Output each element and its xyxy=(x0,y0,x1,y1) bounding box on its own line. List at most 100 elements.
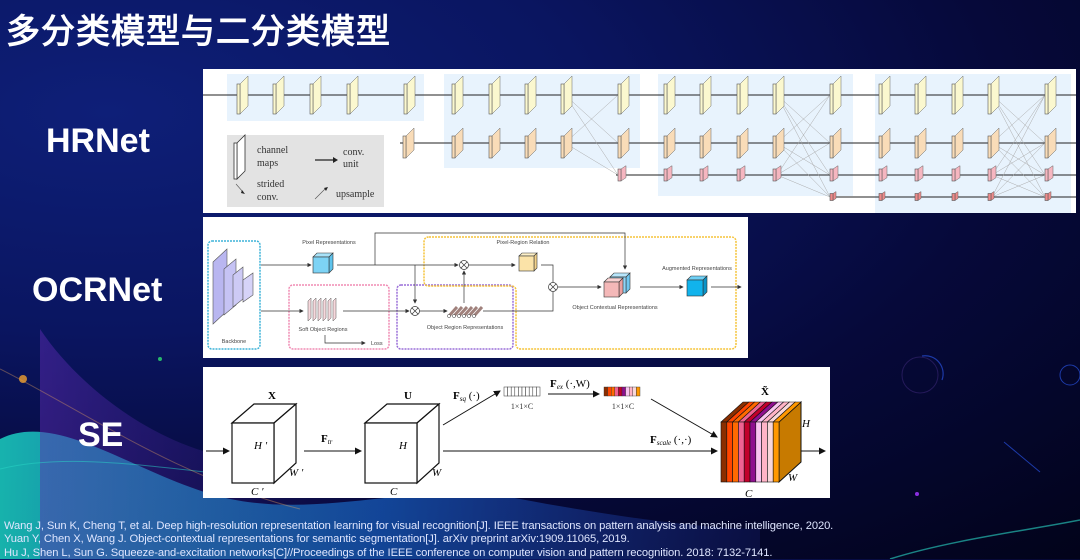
soft-object-regions-label: Soft Object Regions xyxy=(299,327,348,333)
hrnet-fusion-line xyxy=(991,94,1046,198)
excitation-cell xyxy=(603,386,608,397)
c-prime-label: C ′ xyxy=(251,486,264,498)
channel-map-block xyxy=(451,75,464,115)
multiply-node-icon xyxy=(410,306,420,316)
object-region-roll xyxy=(452,306,464,317)
output-channel-stripe xyxy=(732,421,739,483)
channel-map-block xyxy=(488,75,501,115)
soft-region-slice xyxy=(312,297,317,322)
hrnet-diagram: channel maps conv. unit strided conv. up… xyxy=(203,74,1076,213)
multiply-node-icon xyxy=(548,282,558,292)
h-output-label: H xyxy=(801,418,811,430)
c-label: C xyxy=(390,486,398,498)
hrnet-fusion-line xyxy=(991,94,1046,176)
excitation-dims-label: 1×1×C xyxy=(612,402,634,411)
x-tilde-label: X̃ xyxy=(761,385,769,398)
channel-map-block xyxy=(617,127,630,159)
se-figure: X H ′ W ′ C ′ Ftr U H W C Fsq (·) 1×1×C … xyxy=(203,367,830,498)
hrnet-fusion-line xyxy=(564,142,619,176)
x-label: X xyxy=(268,390,276,402)
channel-map-block xyxy=(829,75,842,115)
excitation-cell xyxy=(629,386,634,397)
legend-strided-label-2: conv. xyxy=(257,192,278,203)
hrnet-fusion-line xyxy=(776,174,831,198)
legend-conv-label-1: conv. xyxy=(343,147,364,158)
legend-channel-label-1: channel xyxy=(257,145,288,156)
hrnet-fusion-line xyxy=(991,142,1046,198)
object-region-representations-label: Object Region Representations xyxy=(427,325,504,331)
pixel-region-relation-cube xyxy=(518,252,538,272)
squeeze-cell xyxy=(532,386,537,397)
w-output-label: W xyxy=(788,472,798,484)
squeeze-cell xyxy=(507,386,512,397)
hrnet-fusion-line xyxy=(991,142,1046,176)
channel-map-block xyxy=(560,127,573,159)
channel-map-block xyxy=(829,127,842,159)
object-region-representations-icon xyxy=(447,306,484,318)
channel-map-block xyxy=(1044,75,1057,115)
excitation-vector-icon xyxy=(603,386,641,397)
backbone-box xyxy=(207,240,261,350)
channel-map-block xyxy=(309,75,322,115)
channel-map-block xyxy=(878,127,891,159)
se-diagram: X H ′ W ′ C ′ Ftr U H W C Fsq (·) 1×1×C … xyxy=(206,378,826,498)
w-label: W xyxy=(432,467,442,479)
references: Wang J, Sun K, Cheng T, et al. Deep high… xyxy=(4,520,833,560)
channel-map-block xyxy=(617,75,630,115)
backbone-icon xyxy=(212,248,254,325)
hrnet-stage-background xyxy=(658,74,853,196)
channel-map-block xyxy=(987,75,1000,115)
section-label-hrnet: HRNet xyxy=(46,122,150,160)
channel-map-block xyxy=(878,75,891,115)
channel-map-block xyxy=(402,127,415,159)
channel-map-block xyxy=(736,165,746,182)
output-channel-stripe xyxy=(761,421,768,483)
slide-title: 多分类模型与二分类模型 xyxy=(6,12,391,52)
soft-region-slice xyxy=(322,297,327,322)
output-channel-stripe xyxy=(755,421,762,483)
squeeze-cell xyxy=(525,386,530,397)
legend-strided-label-1: strided xyxy=(257,179,284,190)
channel-map-block xyxy=(1044,127,1057,159)
channel-map-block xyxy=(987,165,997,182)
soft-object-regions-icon xyxy=(307,297,337,322)
hrnet-fusion-line xyxy=(776,142,831,176)
pixel-region-relation-label: Pixel-Region Relation xyxy=(497,240,550,246)
channel-map-block xyxy=(346,75,359,115)
object-region-roll xyxy=(457,306,469,317)
object-contextual-representations-label: Object Contextual Representations xyxy=(572,305,658,311)
f-sq-label: Fsq (·) xyxy=(453,390,480,403)
upsample-arrow-icon xyxy=(314,188,326,200)
hrnet-fusion-line xyxy=(776,94,831,176)
channel-map-block xyxy=(914,165,924,182)
output-channel-stripe xyxy=(749,421,757,483)
w-prime-label: W ′ xyxy=(289,467,304,479)
hrnet-stage-background xyxy=(227,74,424,121)
squeeze-vector-icon xyxy=(503,386,541,397)
output-channel-stripe xyxy=(767,421,774,483)
channel-map-block xyxy=(1044,165,1054,182)
channel-map-block xyxy=(524,75,537,115)
channel-map-block xyxy=(736,75,749,115)
channel-map-block xyxy=(524,127,537,159)
f-tr-label: Ftr xyxy=(321,433,333,446)
channel-map-block xyxy=(699,165,709,182)
augmented-representations-label: Augmented Representations xyxy=(662,266,732,272)
section-label-ocrnet: OCRNet xyxy=(32,271,163,309)
channel-map-block xyxy=(1044,191,1052,201)
loss-label: Loss xyxy=(371,341,383,347)
squeeze-dims-label: 1×1×C xyxy=(511,402,533,411)
soft-region-slice xyxy=(317,297,322,322)
channel-map-block xyxy=(829,191,837,201)
reference-ocrnet: Yuan Y, Chen X, Wang J. Object-contextua… xyxy=(4,533,630,546)
f-ex-label: Fex (·,W) xyxy=(550,378,590,391)
pixel-representations-cube xyxy=(312,252,334,274)
channel-maps-legend-icon xyxy=(233,134,246,180)
hrnet-legend: channel maps conv. unit strided conv. up… xyxy=(227,134,384,207)
channel-map-block xyxy=(772,127,785,159)
channel-map-block xyxy=(560,75,573,115)
channel-map-block xyxy=(663,127,676,159)
c-output-label: C xyxy=(745,488,753,498)
background-right-decoration xyxy=(889,355,1080,559)
input-tensor-x-cube xyxy=(230,402,298,485)
